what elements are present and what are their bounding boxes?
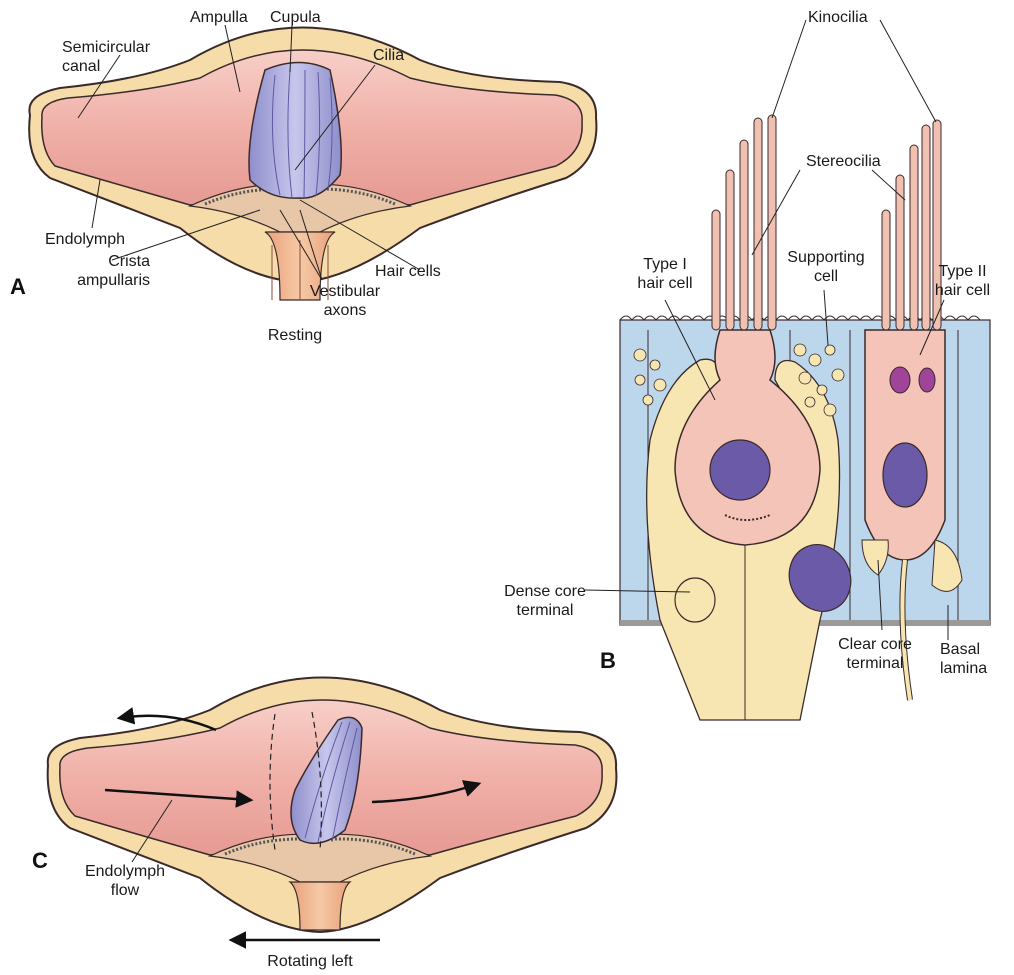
label-ampulla: Ampulla xyxy=(190,8,248,27)
label-crista-ampullaris: Crista ampullaris xyxy=(40,252,150,290)
label-type-i-hair-cell: Type I hair cell xyxy=(625,255,705,293)
label-semicircular-canal: Semicircular canal xyxy=(62,38,150,76)
label-endolymph-flow: Endolymph flow xyxy=(70,862,180,900)
label-hair-cells: Hair cells xyxy=(375,262,441,281)
label-kinocilia: Kinocilia xyxy=(808,8,868,27)
panel-a-caption: Resting xyxy=(240,326,350,345)
label-vestibular-axons: Vestibular axons xyxy=(290,282,400,320)
label-basal-lamina: Basal lamina xyxy=(940,640,987,678)
label-cilia: Cilia xyxy=(373,46,404,65)
panel-b-letter: B xyxy=(600,648,616,674)
panel-b-cells xyxy=(620,316,990,720)
label-rotating-left: Rotating left xyxy=(240,952,380,971)
label-cupula: Cupula xyxy=(270,8,321,27)
label-supporting-cell: Supporting cell xyxy=(776,248,876,286)
stereocilia-type-i xyxy=(712,115,776,330)
label-endolymph: Endolymph xyxy=(45,230,125,249)
panel-a-letter: A xyxy=(10,274,26,300)
label-clear-core-terminal: Clear core terminal xyxy=(820,635,930,673)
label-stereocilia: Stereocilia xyxy=(806,152,881,171)
label-type-ii-hair-cell: Type II hair cell xyxy=(920,262,1005,300)
label-dense-core-terminal: Dense core terminal xyxy=(495,582,595,620)
panel-c-letter: C xyxy=(32,848,48,874)
